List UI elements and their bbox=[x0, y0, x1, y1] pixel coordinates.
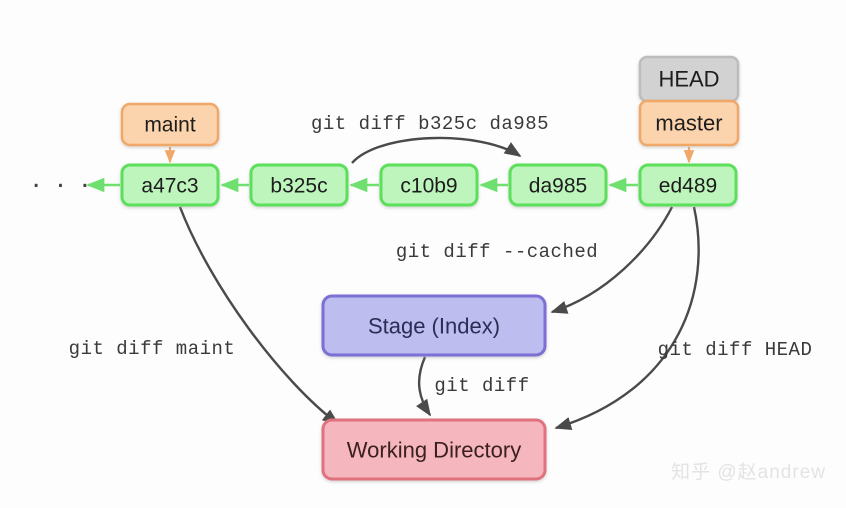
commit-rect-c10b9[interactable] bbox=[379, 163, 479, 207]
maint-ref-label: maint bbox=[144, 114, 196, 137]
head-ref-label: HEAD bbox=[658, 67, 719, 92]
command-label-diff-two-commits: git diff b325c da985 bbox=[311, 113, 549, 135]
head-ref-box[interactable]: HEAD bbox=[638, 55, 740, 103]
arrow-diff-head bbox=[554, 206, 700, 430]
arrow-diff-maint bbox=[178, 206, 340, 426]
commit-node-da985[interactable]: da985 bbox=[508, 163, 608, 207]
command-label-diff-cached: git diff --cached bbox=[396, 241, 598, 263]
commit-label-b325c: b325c bbox=[270, 175, 327, 198]
command-label-diff-maint: git diff maint bbox=[69, 338, 236, 360]
commit-node-b325c[interactable]: b325c bbox=[249, 163, 349, 207]
commit-rect-b325c[interactable] bbox=[249, 163, 349, 207]
command-label-diff-head: git diff HEAD bbox=[658, 339, 813, 361]
commit-node-c10b9[interactable]: c10b9 bbox=[379, 163, 479, 207]
working-directory-box[interactable]: Working Directory bbox=[321, 418, 547, 481]
commit-node-ed489[interactable]: ed489 bbox=[638, 163, 738, 207]
working-directory-rect[interactable] bbox=[321, 418, 547, 481]
commit-rect-ed489[interactable] bbox=[638, 163, 738, 207]
arrow-diff-stage-to-workdir bbox=[416, 356, 431, 417]
master-ref-rect[interactable] bbox=[638, 99, 740, 147]
master-ref-box[interactable]: master bbox=[638, 99, 740, 147]
watermark: 知乎 @赵andrew bbox=[671, 462, 826, 483]
stage-index-label: Stage (Index) bbox=[368, 314, 500, 339]
master-ref-label: master bbox=[655, 111, 722, 136]
command-arrows bbox=[178, 136, 700, 430]
stage-index-box[interactable]: Stage (Index) bbox=[321, 294, 547, 357]
commit-rect-a47c3[interactable] bbox=[120, 163, 220, 207]
commit-history-ellipsis: · · · bbox=[31, 168, 93, 201]
commit-label-da985: da985 bbox=[529, 175, 587, 198]
commit-label-a47c3: a47c3 bbox=[141, 175, 198, 198]
ref-pointer-arrows bbox=[164, 147, 695, 164]
commit-label-ed489: ed489 bbox=[659, 175, 717, 198]
arrow-diff-b325c-da985 bbox=[351, 136, 522, 164]
stage-index-rect[interactable] bbox=[321, 294, 547, 357]
commit-node-a47c3[interactable]: a47c3 bbox=[120, 163, 220, 207]
maint-ref-box[interactable]: maint bbox=[120, 102, 220, 147]
commit-rect-da985[interactable] bbox=[508, 163, 608, 207]
command-label-diff-plain: git diff bbox=[434, 375, 529, 397]
maint-ref-rect[interactable] bbox=[120, 102, 220, 147]
working-directory-label: Working Directory bbox=[347, 438, 521, 463]
commit-label-c10b9: c10b9 bbox=[400, 175, 457, 198]
arrow-diff-cached bbox=[550, 206, 674, 314]
